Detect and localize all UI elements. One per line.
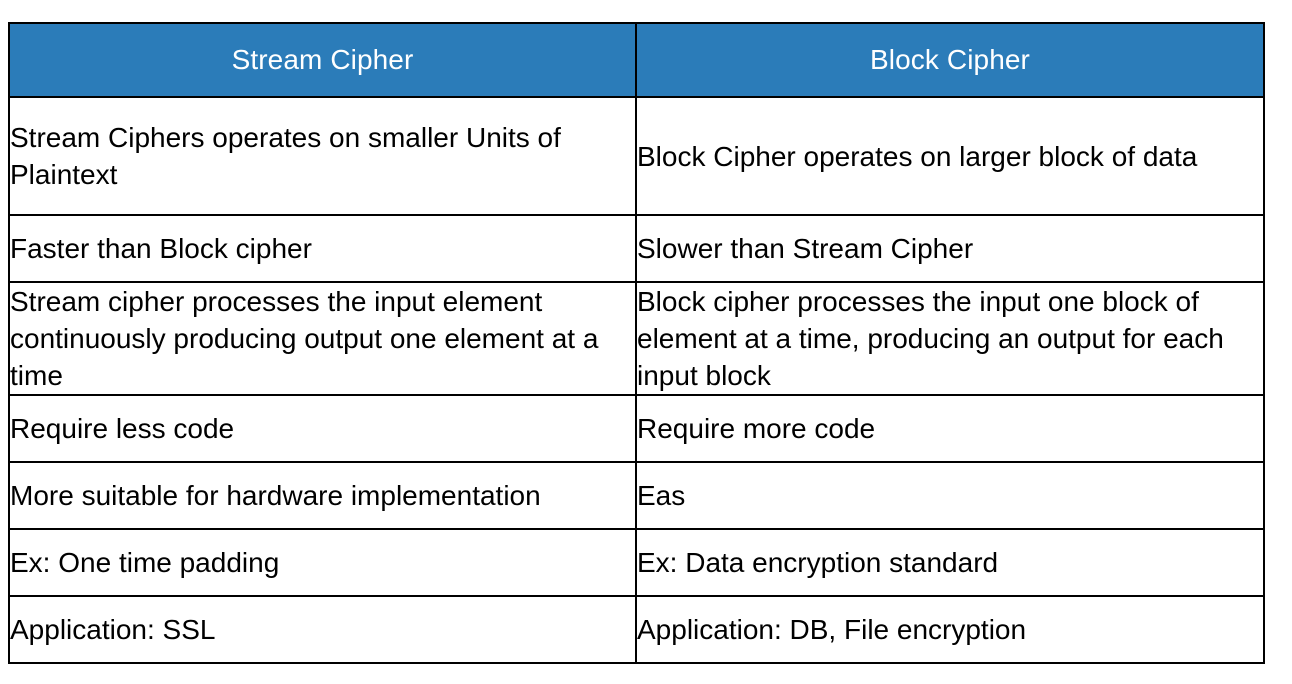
cell-stream-1: Stream Ciphers operates on smaller Units…	[8, 96, 637, 216]
table-row: Application: SSL Application: DB, File e…	[8, 595, 1265, 664]
table-body: Stream Ciphers operates on smaller Units…	[8, 96, 1265, 664]
cell-stream-2: Faster than Block cipher	[8, 214, 637, 283]
cell-stream-7: Application: SSL	[8, 595, 637, 664]
cell-text: Block Cipher operates on larger block of…	[637, 140, 1198, 172]
table-row: More suitable for hardware implementatio…	[8, 461, 1265, 530]
cell-text: Eas	[637, 480, 686, 511]
column-header-stream-cipher: Stream Cipher	[8, 22, 637, 98]
column-header-block-cipher-label: Block Cipher	[870, 44, 1030, 75]
table-row: Require less code Require more code	[8, 394, 1265, 463]
cell-block-3: Block cipher processes the input one blo…	[635, 281, 1265, 396]
cell-text: More suitable for hardware implementatio…	[10, 480, 541, 511]
cipher-comparison-table: Stream Cipher Block Cipher Stream Cipher…	[8, 22, 1265, 664]
table-row: Ex: One time padding Ex: Data encryption…	[8, 528, 1265, 597]
cell-block-1: Block Cipher operates on larger block of…	[635, 96, 1265, 216]
cell-text: Ex: One time padding	[10, 547, 280, 578]
table-row: Stream cipher processes the input elemen…	[8, 281, 1265, 396]
cell-block-5: Eas	[635, 461, 1265, 530]
cell-block-6: Ex: Data encryption standard	[635, 528, 1265, 597]
cell-stream-5: More suitable for hardware implementatio…	[8, 461, 637, 530]
cell-text: Require less code	[10, 413, 235, 444]
column-header-block-cipher: Block Cipher	[635, 22, 1265, 98]
cell-stream-4: Require less code	[8, 394, 637, 463]
cell-text: Slower than Stream Cipher	[637, 233, 974, 264]
cell-text: Application: SSL	[10, 614, 216, 645]
cell-block-2: Slower than Stream Cipher	[635, 214, 1265, 283]
cell-stream-6: Ex: One time padding	[8, 528, 637, 597]
cell-text: Require more code	[637, 413, 876, 444]
cell-text: Stream Ciphers operates on smaller Units…	[10, 122, 561, 190]
header-row: Stream Cipher Block Cipher	[8, 22, 1265, 98]
column-header-stream-cipher-label: Stream Cipher	[231, 44, 414, 75]
table-row: Stream Ciphers operates on smaller Units…	[8, 96, 1265, 216]
cell-block-7: Application: DB, File encryption	[635, 595, 1265, 664]
table-row: Faster than Block cipher Slower than Str…	[8, 214, 1265, 283]
cell-text: Application: DB, File encryption	[637, 614, 1027, 645]
cell-text: Stream cipher processes the input elemen…	[10, 286, 599, 391]
cell-text: Block cipher processes the input one blo…	[637, 286, 1224, 391]
cell-text: Faster than Block cipher	[10, 233, 312, 264]
cell-block-4: Require more code	[635, 394, 1265, 463]
cell-stream-3: Stream cipher processes the input elemen…	[8, 281, 637, 396]
table-header: Stream Cipher Block Cipher	[8, 22, 1265, 98]
cell-text: Ex: Data encryption standard	[637, 547, 999, 578]
